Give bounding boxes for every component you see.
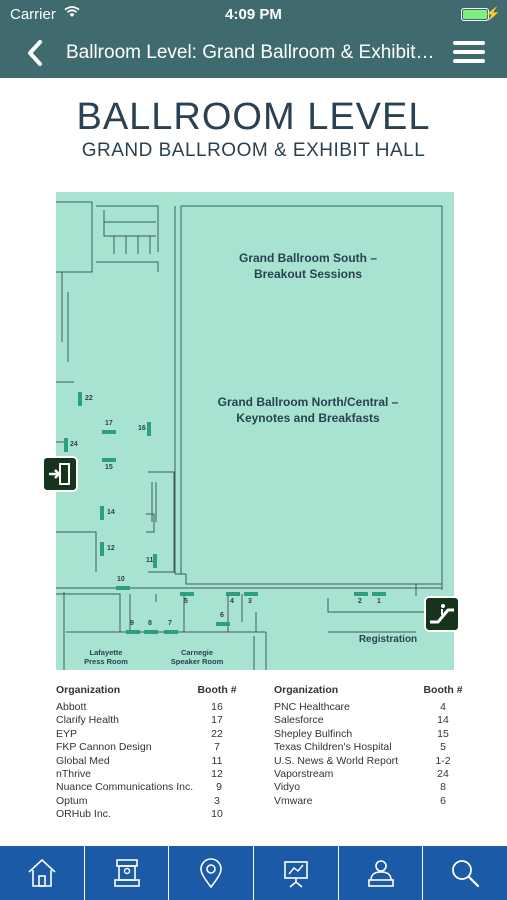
carnegie-speaker-room-label: Carnegie Speaker Room [170, 648, 224, 666]
tab-sessions[interactable] [254, 846, 339, 900]
tab-exhibitors[interactable] [85, 846, 170, 900]
search-icon [452, 860, 480, 888]
table-header: Organization Booth # [56, 684, 237, 696]
floor-plan-map[interactable]: Grand Ballroom South – Breakout Sessions… [42, 192, 460, 670]
registration-label: Registration [358, 634, 418, 645]
tab-attendees[interactable] [339, 846, 424, 900]
content-area[interactable]: BALLROOM LEVEL GRAND BALLROOM & EXHIBIT … [0, 78, 507, 846]
back-chevron-icon[interactable] [24, 38, 46, 68]
tab-map[interactable] [169, 846, 255, 900]
map-title: BALLROOM LEVEL [76, 96, 431, 138]
charging-icon: ⚡ [484, 6, 501, 21]
table-row: Nuance Communications Inc.9 [56, 781, 222, 794]
grand-ballroom-north-label: Grand Ballroom North/Central – Keynotes … [217, 395, 399, 425]
tab-home[interactable] [0, 846, 85, 900]
battery-icon [461, 8, 489, 21]
wifi-icon [64, 6, 80, 17]
hamburger-menu-icon[interactable] [453, 41, 485, 65]
status-bar: Carrier 4:09 PM ⚡ [0, 0, 507, 28]
carrier-label: Carrier [10, 6, 56, 23]
map-subtitle: GRAND BALLROOM & EXHIBIT HALL [81, 140, 426, 161]
table-header: Organization Booth # [274, 684, 463, 696]
page-title: Ballroom Level: Grand Ballroom & Exhibit… [66, 42, 436, 63]
exit-door-icon [42, 456, 78, 492]
tab-bar [0, 846, 507, 900]
navigation-bar: Ballroom Level: Grand Ballroom & Exhibit… [0, 28, 507, 78]
escalator-icon [424, 596, 460, 632]
presentation-icon [284, 861, 308, 888]
home-icon [28, 859, 56, 887]
tab-search[interactable] [423, 846, 507, 900]
lafayette-press-room-label: Lafayette Press Room [84, 648, 128, 666]
grand-ballroom-south-label: Grand Ballroom South – Breakout Sessions [238, 251, 377, 281]
table-row: ORHub Inc.10 [56, 808, 223, 821]
floor-plan-walls [56, 201, 443, 670]
exhibit-booth-icon [113, 859, 140, 887]
attendee-icon [367, 860, 394, 887]
clock: 4:09 PM [225, 6, 282, 23]
map-pin-icon [200, 858, 222, 889]
